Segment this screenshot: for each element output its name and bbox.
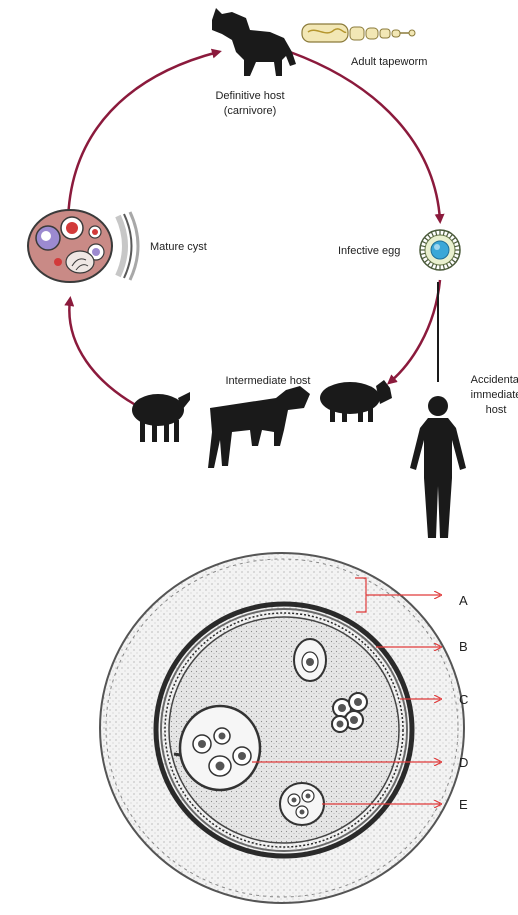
label-accidental-3: host	[486, 404, 507, 416]
marker-e: E	[459, 797, 468, 812]
lifecycle-labels: Definitive host (carnivore) Adult tapewo…	[150, 56, 518, 416]
arrow-host-to-egg	[290, 52, 440, 220]
human-silhouette	[410, 396, 466, 538]
label-mature-cyst: Mature cyst	[150, 241, 207, 253]
cow-silhouette	[208, 386, 310, 468]
label-infective-egg: Infective egg	[338, 245, 400, 257]
marker-d: D	[459, 755, 468, 770]
brood-capsule-e	[280, 783, 324, 825]
label-carnivore: (carnivore)	[224, 105, 277, 117]
label-accidental-1: Accidental	[471, 374, 518, 386]
label-adult-tapeworm: Adult tapeworm	[351, 56, 427, 68]
marker-a: A	[459, 593, 468, 608]
label-definitive-host: Definitive host	[215, 90, 284, 102]
pig-silhouette	[320, 380, 392, 422]
label-intermediate-host: Intermediate host	[226, 375, 311, 387]
marker-c: C	[459, 692, 468, 707]
label-accidental-2: immediate	[471, 389, 518, 401]
infective-egg-icon	[420, 230, 460, 270]
dog-silhouette	[212, 8, 296, 76]
adult-tapeworm-icon	[302, 24, 415, 42]
arrow-egg-to-intermediate	[390, 280, 440, 382]
marker-b: B	[459, 639, 468, 654]
sheep-silhouette	[132, 392, 190, 442]
marker-letters: A B C D E	[459, 593, 468, 812]
mature-cyst-icon	[28, 210, 138, 282]
protoscolex-upper	[294, 639, 326, 681]
cyst-cross-section: A B C D E	[100, 553, 468, 903]
arrow-cyst-to-host	[68, 52, 218, 222]
